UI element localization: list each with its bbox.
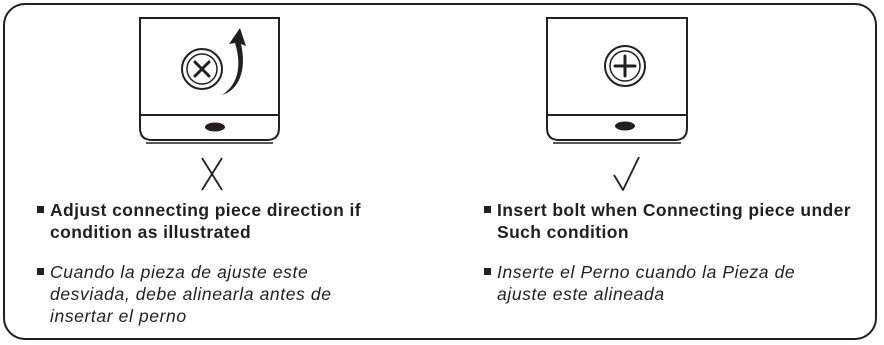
correct-caption-en: Insert bolt when Connecting piece under …	[484, 199, 884, 243]
correct-text-es: Inserte el Perno cuando la Pieza de ajus…	[497, 262, 796, 304]
curved-arrow-icon	[222, 28, 246, 95]
bullet-icon	[484, 268, 491, 275]
outer-frame	[3, 3, 877, 340]
circle-plus-icon	[604, 45, 646, 87]
bolt-hole-icon	[205, 122, 225, 132]
connector-plate	[139, 17, 280, 141]
correct-text-en: Insert bolt when Connecting piece under …	[497, 200, 851, 242]
bullet-icon	[37, 268, 44, 275]
incorrect-caption-en: Adjust connecting piece direction if con…	[37, 199, 437, 243]
misaligned-piece-figure	[139, 17, 280, 191]
bullet-icon	[37, 206, 44, 213]
incorrect-panel: Adjust connecting piece direction if con…	[37, 17, 437, 327]
aligned-piece-figure	[546, 17, 688, 191]
incorrect-caption-es: Cuando la pieza de ajuste este desviada,…	[37, 261, 357, 327]
connector-plate	[546, 17, 688, 141]
incorrect-text-es: Cuando la pieza de ajuste este desviada,…	[50, 262, 332, 326]
circle-x-icon	[181, 48, 223, 90]
x-mark-icon	[201, 157, 223, 191]
check-mark-icon	[613, 156, 640, 191]
correct-caption-es: Inserte el Perno cuando la Pieza de ajus…	[484, 261, 824, 305]
correct-panel: Insert bolt when Connecting piece under …	[442, 0, 884, 345]
bullet-icon	[484, 206, 491, 213]
incorrect-text-en: Adjust connecting piece direction if con…	[50, 200, 361, 242]
bolt-hole-icon	[615, 121, 635, 131]
